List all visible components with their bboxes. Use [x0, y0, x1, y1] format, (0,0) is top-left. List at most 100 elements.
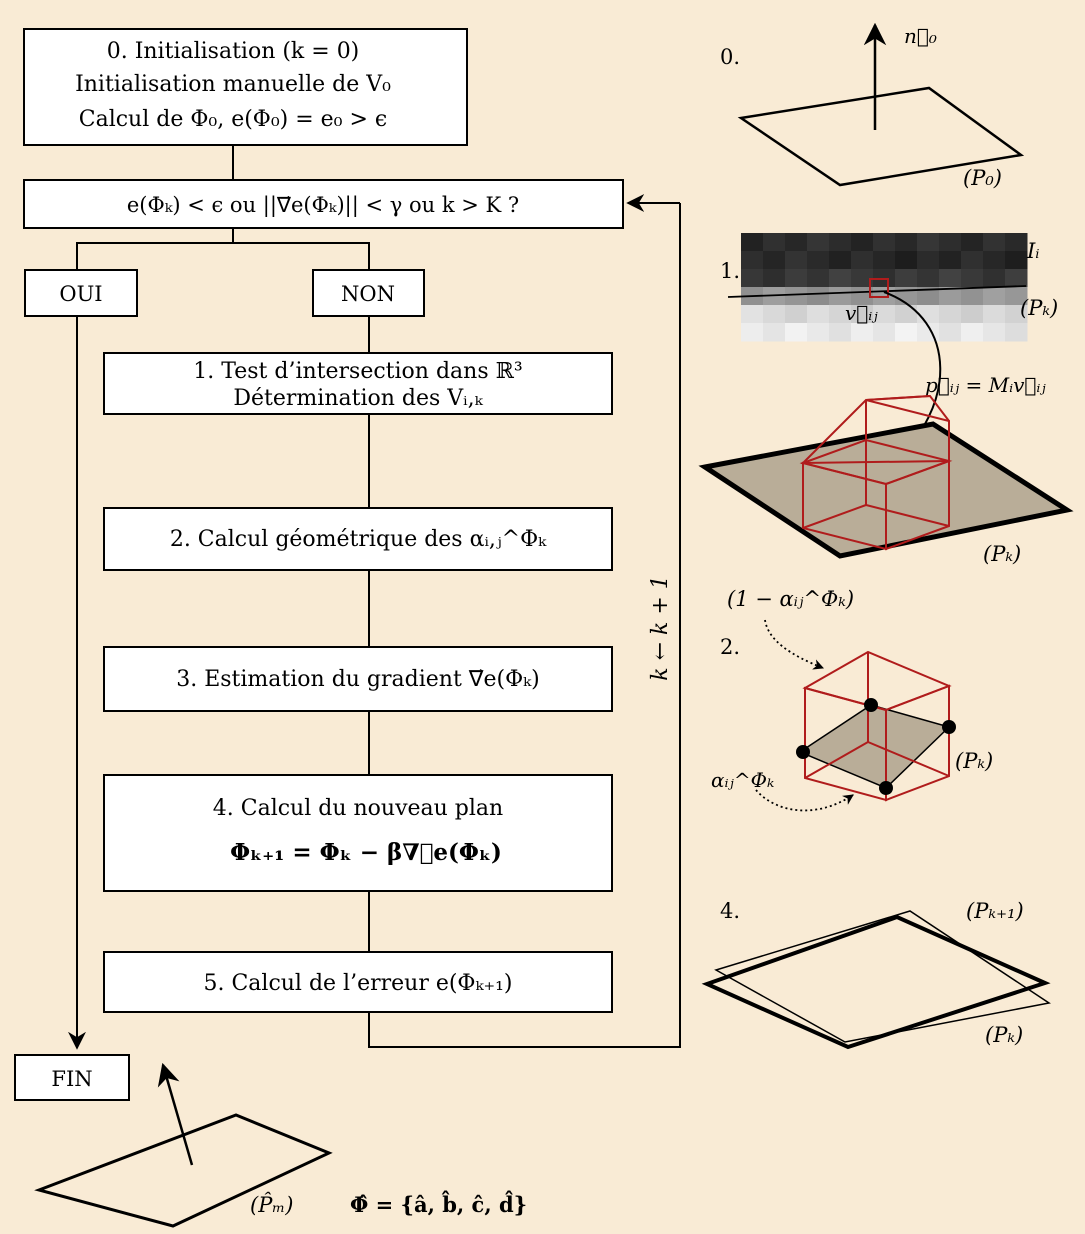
panel-0: 0. n⃗₀ (P₀) — [720, 22, 1025, 190]
image-pixel — [895, 305, 918, 324]
panel4-number: 4. — [720, 899, 740, 923]
image-pixel — [895, 323, 918, 342]
step3-label: 3. Estimation du gradient ∇⃗e(Φₖ) — [176, 667, 540, 692]
complement-arrow — [764, 619, 825, 670]
step1-line2: Détermination des Vᵢ,ₖ — [233, 386, 483, 411]
image-pixel — [939, 269, 962, 288]
panel2-plane-label: (Pₖ) — [955, 749, 993, 773]
image-pixel — [851, 233, 874, 252]
image-pixel — [741, 323, 764, 342]
voxel-marker — [869, 278, 889, 298]
image-pixel — [961, 323, 984, 342]
panel0-plane-label: (P₀) — [963, 166, 1002, 190]
image-pixel — [1005, 287, 1028, 306]
image-pixel — [917, 251, 940, 270]
image-pixel — [873, 251, 896, 270]
result-params: Φ̂ = {â, b̂, ĉ, d̂} — [350, 1191, 527, 1217]
step5-box: 5. Calcul de l’erreur e(Φₖ₊₁) — [103, 951, 613, 1013]
image-pixel — [895, 269, 918, 288]
no-label: NON — [341, 282, 395, 306]
image-pixel — [983, 287, 1006, 306]
image-pixel — [763, 251, 786, 270]
image-pixel — [763, 305, 786, 324]
image-pixel — [961, 251, 984, 270]
image-pixel — [807, 287, 830, 306]
image-pixel — [763, 323, 786, 342]
panel1-plane-label: (Pₖ) — [1020, 296, 1058, 320]
image-pixel — [873, 305, 896, 324]
image-pixel — [763, 269, 786, 288]
panel2-complement: (1 − αᵢⱼ^Φₖ) — [727, 587, 854, 611]
step2-label: 2. Calcul géométrique des αᵢ,ⱼ^Φₖ — [170, 527, 547, 552]
intersection-points — [796, 698, 956, 795]
image-pixel — [983, 233, 1006, 252]
image-pixel — [741, 233, 764, 252]
image-pixel — [1005, 233, 1028, 252]
image-pixel — [961, 305, 984, 324]
image-pixel — [939, 287, 962, 306]
panel1-plane-bottom-label: (Pₖ) — [983, 542, 1021, 566]
panel4-thick-plane — [701, 914, 1051, 1050]
image-pixel — [785, 323, 808, 342]
image-pixel — [807, 269, 830, 288]
image-pixel — [829, 323, 852, 342]
image-pixel — [939, 251, 962, 270]
image-pixel — [851, 305, 874, 324]
panel-1: 1. Iᵢ (Pₖ) v⃗ᵢⱼ p⃗ᵢⱼ = Mᵢv⃗ᵢⱼ (Pₖ) — [698, 233, 1074, 566]
step4-box: 4. Calcul du nouveau plan Φₖ₊₁ = Φₖ − β∇… — [103, 774, 613, 892]
image-pixel — [785, 269, 808, 288]
image-pixel — [917, 287, 940, 306]
image-pixel — [961, 287, 984, 306]
mapping-label: p⃗ᵢⱼ = Mᵢv⃗ᵢⱼ — [925, 373, 1046, 397]
panel1-voxel-label: v⃗ᵢⱼ — [845, 301, 878, 325]
image-pixel — [873, 323, 896, 342]
image-pixel — [1005, 323, 1028, 342]
image-pixel — [917, 269, 940, 288]
init-line3: Calcul de Φ₀, e(Φ₀) = e₀ > ϵ — [79, 107, 387, 132]
panel1-cube — [799, 394, 953, 551]
panel2-alpha-label: αᵢⱼ^Φₖ — [711, 768, 774, 792]
init-box: 0. Initialisation (k = 0) Initialisation… — [23, 28, 468, 146]
alpha-arrow — [755, 789, 854, 812]
image-pixel — [1005, 251, 1028, 270]
step2-box: 2. Calcul géométrique des αᵢ,ⱼ^Φₖ — [103, 507, 613, 571]
step3-box: 3. Estimation du gradient ∇⃗e(Φₖ) — [103, 646, 613, 712]
image-pixel — [961, 269, 984, 288]
step1-line1: 1. Test d’intersection dans ℝ³ — [193, 359, 522, 384]
result-plane-shape — [34, 1113, 333, 1228]
image-pixel — [983, 251, 1006, 270]
image-pixel — [1005, 305, 1028, 324]
image-pixel — [961, 233, 984, 252]
loop-text: k ← k + 1 — [648, 575, 673, 681]
image-pixel — [807, 233, 830, 252]
image-pixel — [895, 251, 918, 270]
init-line2: Initialisation manuelle de V₀ — [75, 72, 391, 97]
image-pixel — [785, 305, 808, 324]
test-box: e(Φₖ) < ϵ ou ||∇⃗e(Φₖ)|| < γ ou k > K ? — [23, 179, 624, 229]
image-pixel — [939, 305, 962, 324]
panel4-thin-plane — [714, 910, 1051, 1043]
image-pixel — [829, 269, 852, 288]
image-pixel — [829, 233, 852, 252]
image-pixel — [741, 251, 764, 270]
image-pixel — [763, 233, 786, 252]
image-pixel — [807, 251, 830, 270]
image-pixel — [807, 305, 830, 324]
panel1-image-label: Iᵢ — [1026, 239, 1040, 263]
panel0-number: 0. — [720, 45, 740, 69]
step4-line1: 4. Calcul du nouveau plan — [213, 796, 503, 821]
panel1-number: 1. — [720, 259, 740, 283]
panel0-plane — [737, 86, 1025, 187]
image-pixel — [763, 287, 786, 306]
image-pixel — [939, 323, 962, 342]
image-pixel — [917, 305, 940, 324]
end-label: FIN — [51, 1067, 92, 1091]
panel1-plane-line — [727, 285, 1027, 298]
loop-label: k ← k + 1 — [648, 575, 673, 681]
result-plane: (P̂ₘ) Φ̂ = {â, b̂, ĉ, d̂} — [34, 1062, 527, 1228]
image-pixel — [1005, 269, 1028, 288]
image-slice — [741, 233, 1028, 342]
flowchart-connectors — [76, 145, 681, 1048]
